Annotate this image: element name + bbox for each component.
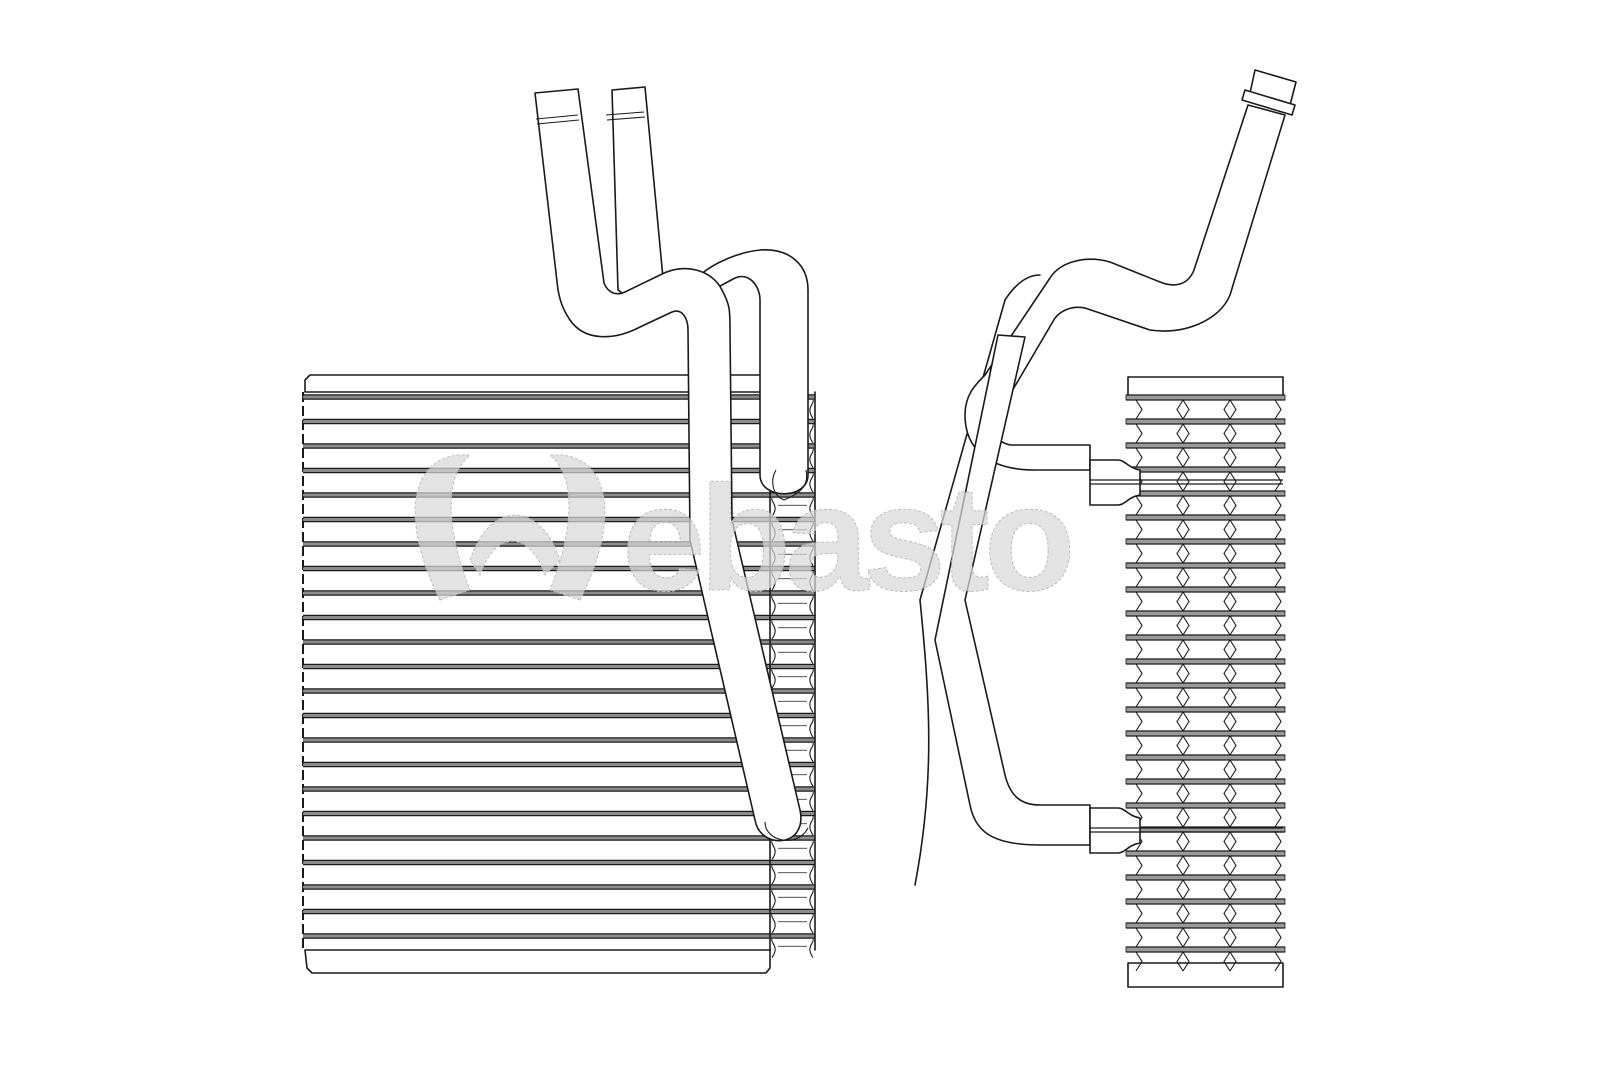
side-inlet-fitting xyxy=(1241,69,1297,116)
side-pipes xyxy=(914,69,1297,886)
side-pipe-fittings xyxy=(1089,459,1283,854)
side-core xyxy=(1125,376,1286,988)
front-pipes xyxy=(534,86,809,842)
side-fin-rows xyxy=(1125,394,1286,972)
watermark-logo: ebasto xyxy=(414,454,1076,623)
side-view xyxy=(914,69,1297,988)
front-view xyxy=(302,86,816,974)
watermark-text: ebasto xyxy=(622,454,1070,622)
